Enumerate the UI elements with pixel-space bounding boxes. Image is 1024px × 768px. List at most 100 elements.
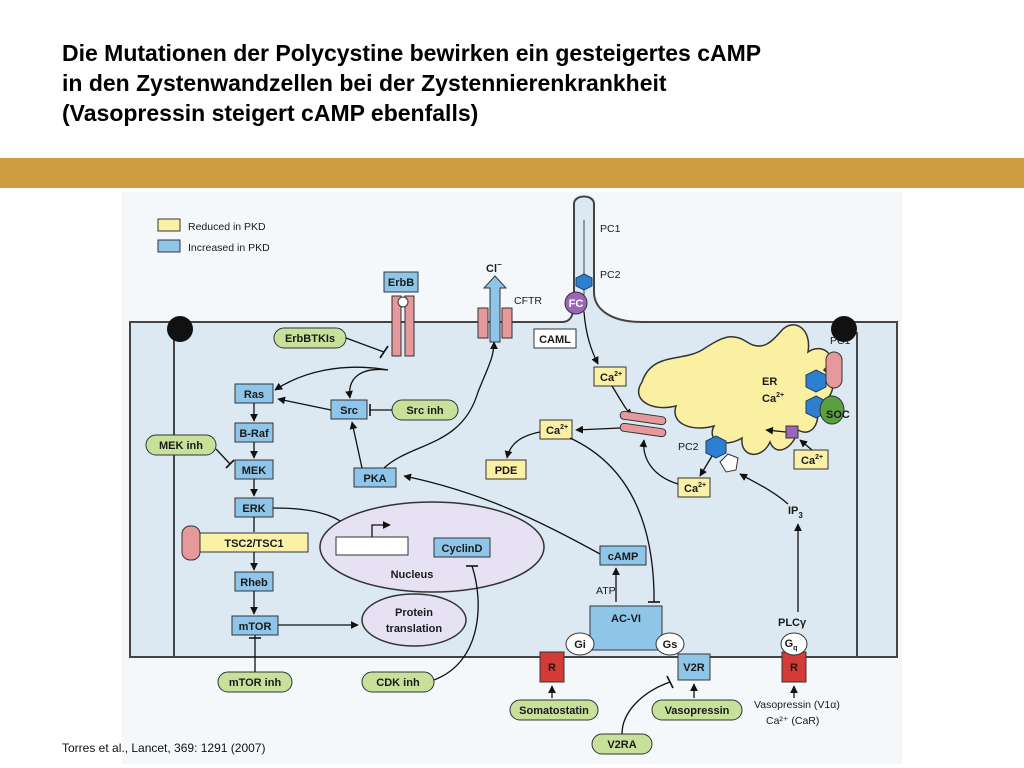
braf-label: B-Raf — [239, 428, 269, 440]
tsc-label: TSC2/TSC1 — [224, 538, 283, 550]
v2r-box — [677, 653, 711, 681]
chloride-efflux-arrow — [482, 275, 508, 343]
legend-reduced-swatch — [157, 218, 181, 232]
car-label: Ca²⁺ (CaR) — [766, 715, 819, 727]
cftr-channel-right — [501, 307, 513, 339]
acvi-box — [589, 605, 663, 651]
erbb-box — [383, 271, 419, 293]
camp-label: cAMP — [608, 551, 639, 563]
erbb-label: ErbB — [388, 277, 414, 289]
pc2-top-hexagon — [575, 273, 593, 291]
title-line-2: in den Zystenwandzellen bei der Zystenni… — [62, 70, 667, 96]
gi-protein — [565, 632, 595, 656]
gq-label: Gq — [785, 638, 798, 652]
pkd-signaling-diagram: Reduced in PKD Increased in PKD ErbB Erb… — [122, 192, 902, 764]
pde-box — [485, 459, 527, 480]
erbb-receptor-left — [391, 295, 402, 357]
legend-reduced-label: Reduced in PKD — [188, 221, 266, 233]
somatostatin-pill — [509, 699, 599, 721]
title-line-1: Die Mutationen der Polycystine bewirken … — [62, 40, 762, 66]
cftr-channel-left — [477, 307, 489, 339]
mtorinh-label: mTOR inh — [229, 677, 282, 689]
ip3r-channel-lower — [619, 422, 667, 438]
mtor-label: mTOR — [239, 621, 272, 633]
pc2-right-hexagon-1 — [805, 369, 827, 393]
caml-label: CAML — [539, 334, 571, 346]
erbb-ligand — [397, 296, 409, 308]
ca-right-label: Ca2+ — [801, 454, 823, 467]
pc1-right-label: PC1 — [830, 335, 851, 347]
ca-pc2-label: Ca2+ — [684, 482, 706, 495]
vasopressin-v1a-label: Vasopressin (V1α) — [754, 699, 840, 711]
nucleus-label: Nucleus — [391, 569, 434, 581]
v1a-receptor-label: R — [790, 662, 798, 674]
chloride-label: Cl− — [486, 260, 502, 275]
caml-box — [533, 328, 577, 349]
gene-box — [335, 536, 409, 556]
atp-label: ATP — [596, 585, 616, 597]
slide-title: Die Mutationen der Polycystine bewirken … — [62, 38, 982, 128]
v2r-label: V2R — [683, 662, 704, 674]
legend-increased-swatch — [157, 239, 181, 253]
ca-box-center — [539, 419, 573, 440]
pde-label: PDE — [495, 465, 518, 477]
somatostatin-receptor — [539, 651, 565, 683]
erk-label: ERK — [242, 503, 265, 515]
mekinh-pill — [145, 434, 217, 456]
ras-label: Ras — [244, 389, 264, 401]
pc1-top-label: PC1 — [600, 223, 621, 235]
gq-protein — [780, 632, 808, 656]
title-line-3: (Vasopressin steigert cAMP ebenfalls) — [62, 100, 479, 126]
pc2-er-hexagon — [705, 435, 727, 459]
gs-protein — [655, 632, 685, 656]
ca-er-label: Ca2+ — [762, 392, 784, 405]
rheb-label: Rheb — [240, 577, 268, 589]
pc2-er-label: PC2 — [678, 441, 699, 453]
mekinh-label: MEK inh — [159, 440, 203, 452]
vasopressin-label: Vasopressin — [665, 705, 730, 717]
mek-label: MEK — [242, 465, 267, 477]
pc1-right-channel — [825, 351, 843, 389]
decorative-band — [0, 158, 1024, 188]
ca-cilium-label: Ca2+ — [600, 371, 622, 384]
acvi-label: AC-VI — [611, 613, 641, 625]
soc-label: SOC — [826, 409, 850, 421]
legend-increased-label: Increased in PKD — [188, 242, 270, 254]
camp-box — [599, 545, 647, 566]
fc-label: FC — [569, 298, 584, 310]
vasopressin-pill — [651, 699, 743, 721]
protein-label: Protein — [395, 607, 433, 619]
tsc-membrane-protein — [181, 525, 201, 561]
cyclind-box — [433, 537, 491, 558]
src-label: Src — [340, 405, 358, 417]
cdkinh-pill — [361, 671, 435, 693]
cftr-label: CFTR — [514, 295, 542, 307]
pka-box — [353, 467, 397, 488]
plc-label: PLCγ — [778, 617, 807, 629]
tight-junction-left — [167, 316, 193, 342]
somatostatin-label: Somatostatin — [519, 705, 589, 717]
cyclind-label: CyclinD — [442, 543, 483, 555]
erbb-receptor-right — [404, 295, 415, 357]
ca-box-pc2 — [677, 477, 711, 498]
soc-linker — [785, 425, 799, 439]
transcription-start-arrow — [371, 521, 391, 537]
er-label: ER — [762, 376, 777, 388]
srcinh-label: Src inh — [406, 405, 444, 417]
somatostatin-receptor-label: R — [548, 662, 556, 674]
v2ra-label: V2RA — [607, 739, 636, 751]
ca-box-cilium — [593, 366, 627, 387]
pc2-top-label: PC2 — [600, 269, 621, 281]
gi-label: Gi — [574, 639, 586, 651]
gs-label: Gs — [663, 639, 678, 651]
ip3r-channel-upper — [619, 410, 667, 426]
ca-center-label: Ca2+ — [546, 424, 568, 437]
pka-label: PKA — [363, 473, 386, 485]
ip3-label: IP3 — [788, 505, 803, 520]
protein-translation — [361, 593, 467, 647]
fc-marker — [564, 291, 588, 315]
soc-channel — [819, 395, 845, 425]
erbbtkis-label: ErbBTKIs — [285, 333, 335, 345]
pc2-er-partner — [719, 453, 739, 473]
translation-label: translation — [386, 623, 443, 635]
